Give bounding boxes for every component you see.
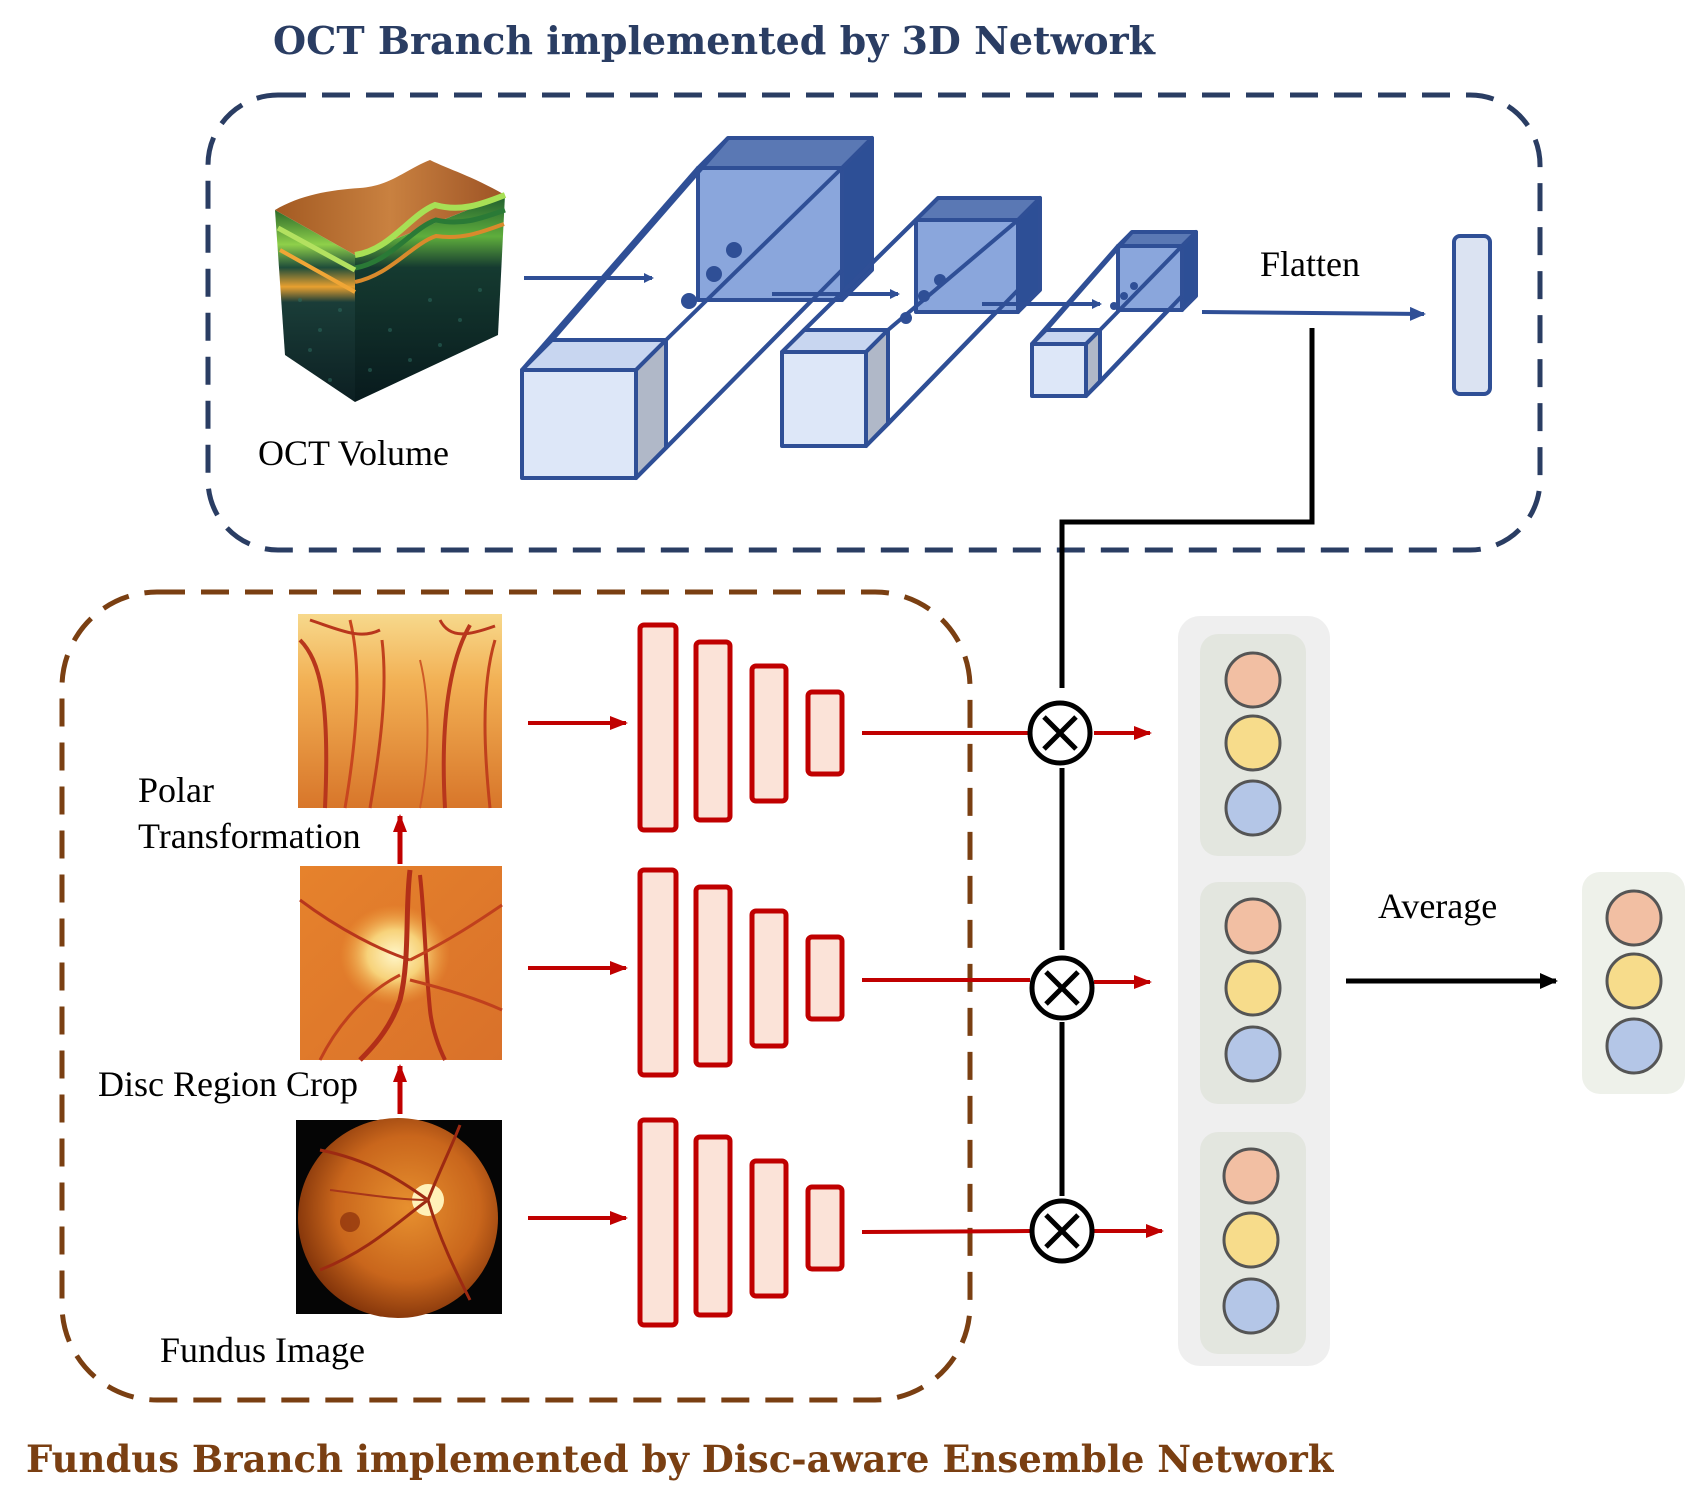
flattened-feature-vector bbox=[1452, 234, 1492, 396]
cnn1-layer3 bbox=[749, 663, 789, 804]
pred2-class-c bbox=[1224, 1025, 1282, 1083]
cnn3-layer4 bbox=[805, 1184, 845, 1272]
cnn1-layer4 bbox=[805, 689, 845, 777]
multiply-node-2 bbox=[1029, 955, 1095, 1021]
pred1-class-a bbox=[1224, 651, 1282, 709]
final-class-c bbox=[1605, 1017, 1663, 1075]
polar-label-line1: Polar bbox=[138, 770, 214, 810]
pred3-class-c bbox=[1222, 1277, 1280, 1335]
fundus-image bbox=[296, 1118, 502, 1318]
oct-branch-box bbox=[205, 92, 1543, 553]
cnn3-layer1 bbox=[637, 1117, 679, 1328]
disc-crop-label: Disc Region Crop bbox=[98, 1064, 358, 1104]
disc-region-crop-image bbox=[299, 866, 503, 1062]
fundus-branch-box bbox=[59, 589, 973, 1403]
fundus-cnns bbox=[637, 622, 845, 1328]
cnn2-layer3 bbox=[749, 908, 789, 1049]
flatten-label: Flatten bbox=[1260, 244, 1360, 284]
cnn1-layer2 bbox=[693, 639, 733, 823]
average-label: Average bbox=[1378, 886, 1497, 926]
cnn2-layer4 bbox=[805, 934, 845, 1022]
oct-3d-network bbox=[520, 136, 1198, 480]
arrow-flatten bbox=[1201, 306, 1426, 321]
cnn3-layer3 bbox=[749, 1158, 789, 1299]
cnn1-layer1 bbox=[637, 622, 679, 833]
oct-branch-title: OCT Branch implemented by 3D Network bbox=[273, 18, 1156, 63]
pred2-class-a bbox=[1224, 897, 1282, 955]
cnn2-layer1 bbox=[637, 867, 679, 1078]
oct-feature-connector bbox=[1059, 328, 1315, 688]
multiply-node-3 bbox=[1029, 1198, 1095, 1264]
pred1-class-b bbox=[1224, 714, 1282, 772]
fundus-image-label: Fundus Image bbox=[160, 1330, 365, 1370]
pred2-class-b bbox=[1224, 959, 1282, 1017]
polar-label-line2: Transformation bbox=[138, 816, 361, 856]
cnn3-layer2 bbox=[693, 1134, 733, 1318]
final-class-b bbox=[1605, 952, 1663, 1010]
oct-volume-label: OCT Volume bbox=[258, 433, 449, 473]
fundus-branch-title: Fundus Branch implemented by Disc-aware … bbox=[26, 1437, 1335, 1481]
pred3-class-b bbox=[1222, 1211, 1280, 1269]
final-class-a bbox=[1605, 889, 1663, 947]
oct-volume-image bbox=[275, 160, 507, 402]
pred1-class-c bbox=[1224, 779, 1282, 837]
line-cnn3-to-mult bbox=[861, 1229, 1031, 1234]
multiply-node-1 bbox=[1027, 700, 1093, 766]
polar-transformation-image bbox=[298, 614, 502, 809]
pred3-class-a bbox=[1222, 1147, 1280, 1205]
cnn2-layer2 bbox=[693, 884, 733, 1068]
